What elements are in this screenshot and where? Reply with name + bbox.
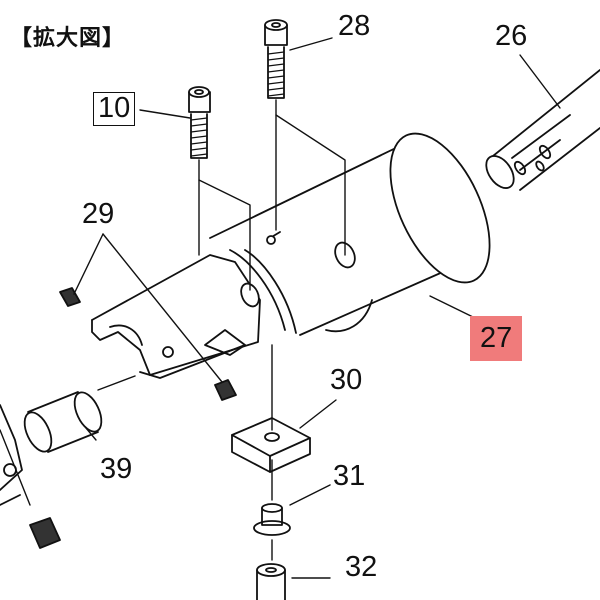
leader-lines	[73, 37, 561, 579]
part-27-body	[209, 132, 491, 336]
callout-32: 32	[345, 551, 378, 583]
part-26-shaft	[485, 69, 600, 191]
callout-28: 28	[338, 10, 371, 42]
screw-28	[264, 19, 288, 99]
screw-10	[188, 86, 211, 159]
callout-29: 29	[82, 198, 115, 230]
assembly-guide-lines	[0, 99, 346, 561]
callout-10: 10	[93, 92, 136, 126]
part-27-front-clamp	[91, 254, 261, 379]
callout-30: 30	[330, 364, 363, 396]
left-bracket-fragment	[0, 404, 23, 506]
set-screw-29-b	[214, 379, 237, 401]
set-screw-29-a	[59, 287, 81, 307]
spacer-32	[256, 563, 286, 600]
left-screw	[29, 517, 61, 549]
callout-39: 39	[100, 453, 133, 485]
nut-plate-30	[231, 417, 311, 473]
callout-27-highlighted: 27	[470, 316, 523, 361]
callout-26: 26	[495, 20, 528, 52]
callout-31: 31	[333, 460, 366, 492]
screw-31	[253, 503, 291, 536]
bushing-39	[23, 391, 103, 453]
page-title: 【拡大図】	[10, 26, 126, 51]
